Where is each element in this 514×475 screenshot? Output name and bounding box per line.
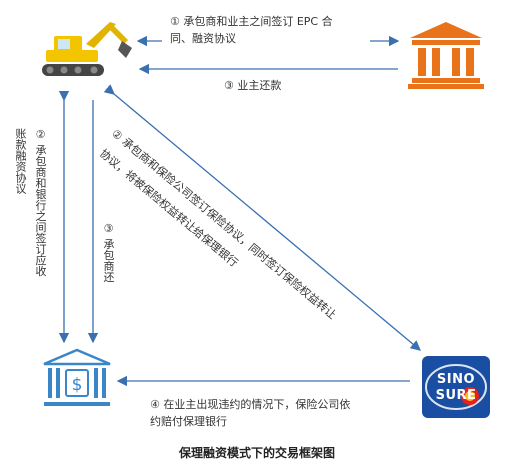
classical-building-icon — [408, 22, 484, 89]
receivable-financing-label: 账款融资协议 — [14, 128, 27, 194]
insurer-node: SINO SURE — [422, 356, 490, 418]
bank-dollar-icon: $ — [43, 348, 111, 406]
insurance-agreement-arrow — [103, 84, 421, 351]
svg-text:$: $ — [72, 375, 83, 395]
contractor-repay-label: ③ 承包商还 — [102, 222, 115, 283]
sinosure-logo-line2: SURE — [435, 388, 477, 403]
epc-contract-label-1: ① 承包商和业主之间签订 EPC 合 — [170, 15, 333, 28]
owner-node — [408, 20, 484, 90]
owner-repay-label: ③ 业主还款 — [224, 79, 282, 92]
default-compensation-label-2: 约赔付保理银行 — [150, 415, 227, 428]
contractor-node — [36, 14, 136, 84]
sinosure-logo — [425, 364, 487, 410]
default-compensation-label-1: ④ 在业主出现违约的情况下，保险公司依 — [150, 398, 351, 411]
excavator-icon — [42, 22, 132, 76]
sinosure-logo-line1: SINO — [436, 372, 476, 387]
bank-node: $ — [42, 348, 112, 412]
diagram-caption: 保理融资模式下的交易框架图 — [178, 446, 335, 460]
bank-agreement-label: ② 承包商和银行之间签订应收 — [34, 128, 47, 277]
epc-contract-label-2: 同、融资协议 — [170, 32, 236, 45]
